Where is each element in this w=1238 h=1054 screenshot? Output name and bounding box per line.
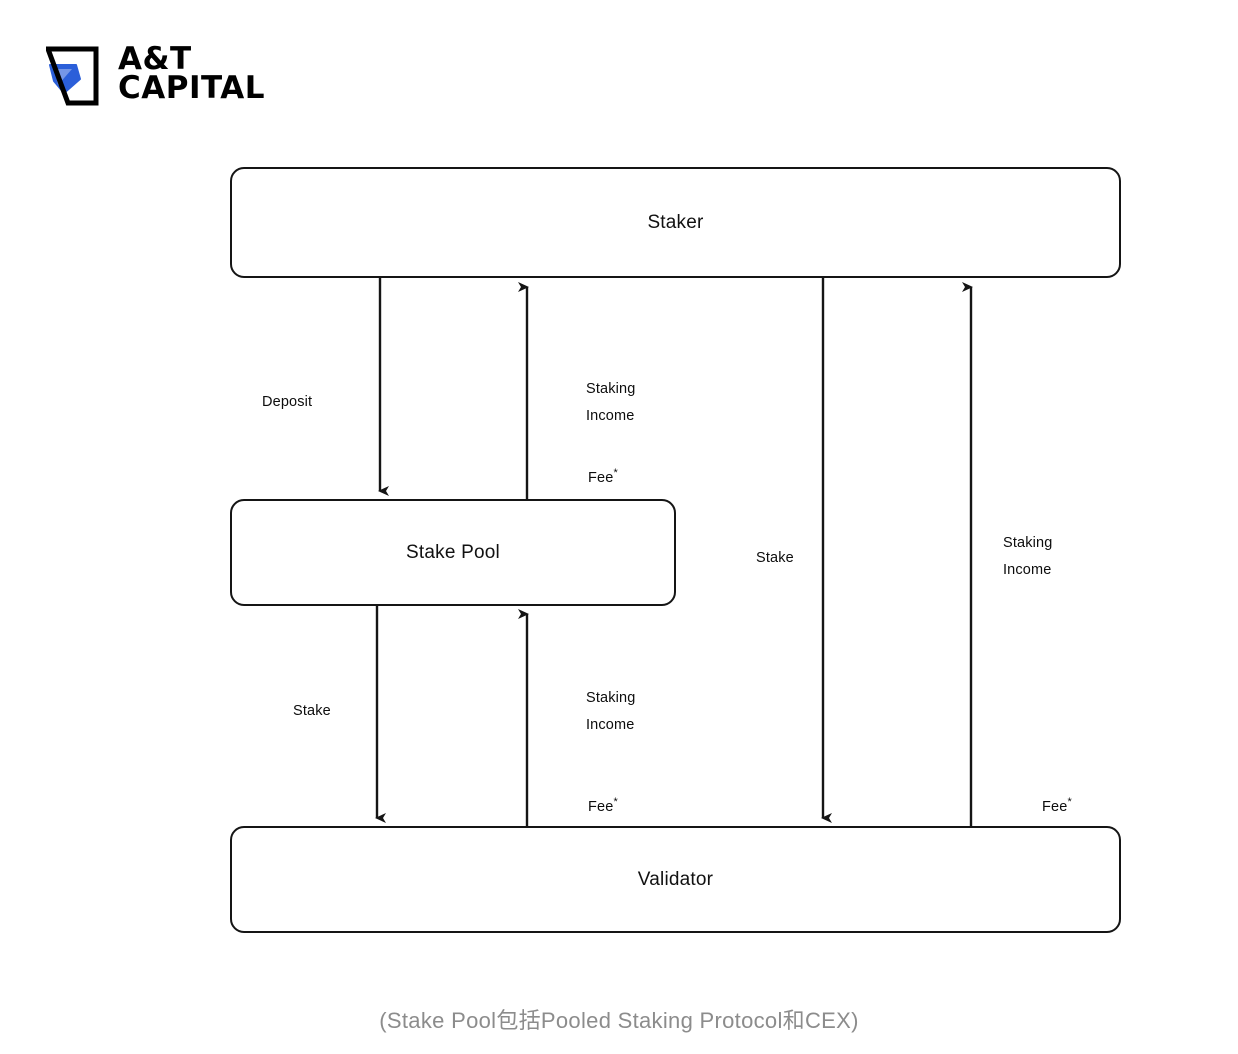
edge-label-staking-income-validator-to-staker: Staking Income <box>1003 535 1053 578</box>
edge-label-staking-income-pool-to-staker: Staking Income <box>586 381 636 424</box>
edge-label-staking-income-validator-to-pool: Staking Income <box>586 690 636 733</box>
fee-asterisk: * <box>1067 796 1072 808</box>
edge-label-fee-validator-to-pool: Fee* <box>588 792 618 821</box>
node-staker-label: Staker <box>647 211 704 233</box>
logo-line-1: A&T <box>118 41 192 78</box>
node-staker[interactable]: Staker <box>230 167 1121 278</box>
diagram-caption: (Stake Pool包括Pooled Staking Protocol和CEX… <box>379 1008 859 1033</box>
fee-asterisk: * <box>613 467 618 479</box>
fee-text: Fee <box>1042 798 1068 815</box>
edge-label-fee-validator-to-staker: Fee* <box>1042 792 1072 821</box>
edge-label-fee-pool-to-staker: Fee* <box>588 463 618 492</box>
node-validator[interactable]: Validator <box>230 826 1121 933</box>
node-validator-label: Validator <box>637 868 714 890</box>
logo-mark-icon <box>44 41 108 107</box>
logo-line-2: CAPITAL <box>118 70 265 106</box>
node-stake-pool[interactable]: Stake Pool <box>230 499 676 606</box>
fee-text: Fee <box>588 469 614 486</box>
node-stake-pool-label: Stake Pool <box>406 541 500 563</box>
fee-text: Fee <box>588 798 614 815</box>
edge-label-stake-pool-to-validator: Stake <box>293 703 331 719</box>
edge-label-deposit: Deposit <box>262 394 313 410</box>
logo-wordmark: A&T CAPITAL <box>118 41 265 106</box>
brand-logo: A&T CAPITAL <box>44 36 296 112</box>
fee-asterisk: * <box>613 796 618 808</box>
edge-label-stake-staker-to-validator: Stake <box>756 550 794 566</box>
